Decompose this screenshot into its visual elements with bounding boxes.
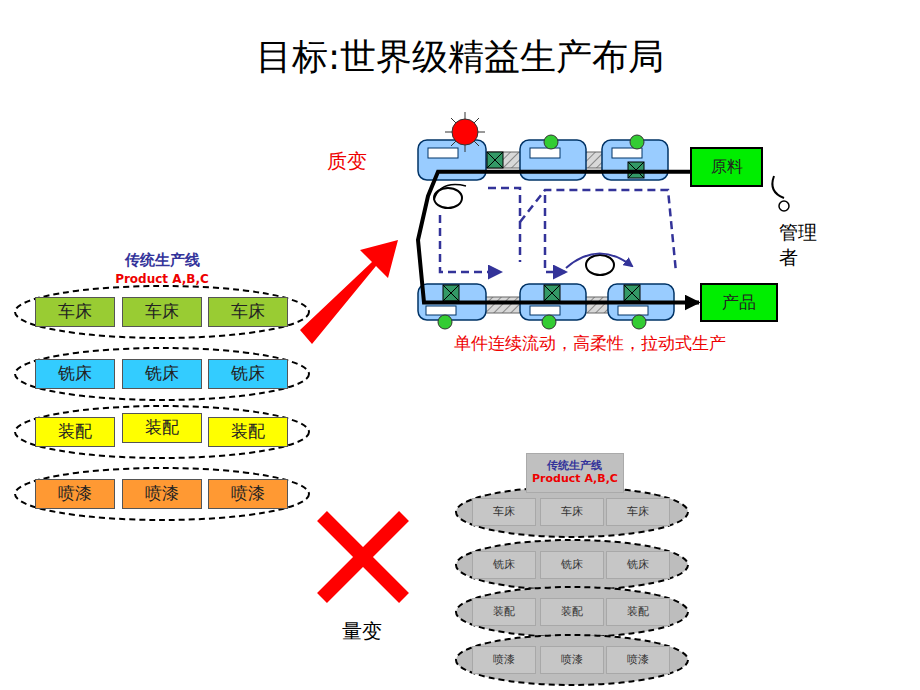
machine [418, 140, 674, 320]
node-text: 装配 [561, 606, 583, 619]
node-text: 车床 [58, 302, 92, 322]
process-box: 装配 [472, 598, 536, 626]
node-text: 喷漆 [58, 484, 92, 504]
node-text: 喷漆 [493, 654, 515, 667]
process-box: 喷漆 [606, 646, 670, 674]
title: 目标:世界级精益生产布局 [256, 36, 664, 77]
node-text: 铣床 [627, 559, 649, 572]
quantitative-change: 量变 [342, 620, 382, 643]
node-text: 铣床 [561, 559, 583, 572]
header-box: 传统生产线Product A,B,C [526, 453, 624, 493]
node-text: 铣床 [58, 364, 92, 384]
slogan: 单件连续流动，高柔性，拉动式生产 [454, 334, 726, 354]
process-box: 装配 [540, 598, 604, 626]
material-box: 产品 [700, 283, 778, 322]
process-box: 车床 [606, 498, 670, 526]
node-text: 装配 [231, 422, 265, 442]
process-box: 车床 [208, 297, 288, 327]
process-box: 装配 [122, 413, 202, 443]
andon-light [438, 112, 646, 329]
manager-label: 管理者 [779, 220, 819, 269]
process-box: 铣床 [208, 359, 288, 389]
node-text: 车床 [231, 302, 265, 322]
node-text: 铣床 [231, 364, 265, 384]
node-text: 车床 [145, 302, 179, 322]
process-box: 装配 [208, 417, 288, 447]
node-text: 装配 [627, 606, 649, 619]
node-text: 车床 [561, 506, 583, 519]
wip-box [443, 152, 644, 301]
process-box: 车床 [122, 297, 202, 327]
node-text: 喷漆 [561, 654, 583, 667]
grey-line-group [456, 487, 688, 685]
manager-eye [772, 176, 789, 211]
qualitative-change: 质变 [327, 150, 367, 173]
process-box: 喷漆 [540, 646, 604, 674]
node-text: 喷漆 [627, 654, 649, 667]
process-box: 车床 [35, 297, 115, 327]
node-text: 喷漆 [145, 484, 179, 504]
process-box: 装配 [35, 417, 115, 447]
material-box: 原料 [690, 147, 763, 187]
process-box: 铣床 [540, 551, 604, 579]
node-text: 铣床 [493, 559, 515, 572]
flow-line [418, 172, 699, 303]
line-heading: 传统生产线 [125, 252, 200, 269]
process-box: 喷漆 [122, 479, 202, 509]
process-box: 铣床 [472, 551, 536, 579]
process-box: 喷漆 [208, 479, 288, 509]
node-text: 铣床 [145, 364, 179, 384]
node-text: 喷漆 [231, 484, 265, 504]
reject-cross [322, 516, 404, 598]
process-box: 铣床 [35, 359, 115, 389]
process-box: 铣床 [606, 551, 670, 579]
node-text: 车床 [627, 506, 649, 519]
node-text: 装配 [493, 606, 515, 619]
process-box: 装配 [606, 598, 670, 626]
product-note: Product A,B,C [115, 273, 209, 287]
process-box: 车床 [472, 498, 536, 526]
transform-arrow [300, 240, 398, 344]
process-box: 铣床 [122, 359, 202, 389]
node-text: 原料 [711, 158, 743, 176]
process-box: 喷漆 [35, 479, 115, 509]
node-text: 产品 [722, 293, 756, 313]
node-text: 传统生产线 [547, 460, 602, 473]
node-text: 装配 [58, 422, 92, 442]
node-text: 装配 [145, 418, 179, 438]
operator [434, 185, 632, 275]
process-box: 车床 [540, 498, 604, 526]
node-text: Product A,B,C [532, 473, 618, 486]
line-group-outline [15, 286, 309, 520]
operator-path [440, 188, 676, 272]
node-text: 车床 [493, 506, 515, 519]
process-box: 喷漆 [472, 646, 536, 674]
